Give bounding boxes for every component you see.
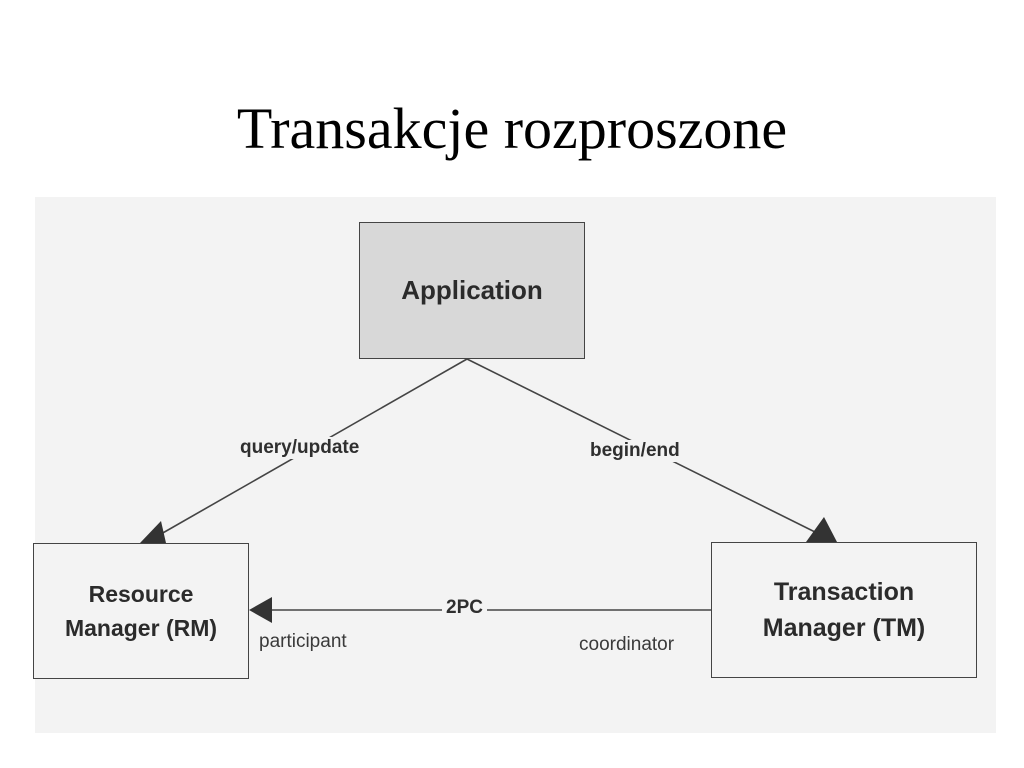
edge-label-query-update: query/update (237, 437, 363, 459)
resource-manager-label-line2: Manager (RM) (64, 615, 218, 641)
diagram-figure: Application Resource Manager (RM) Transa… (33, 197, 996, 733)
arrowhead-rm (140, 521, 166, 543)
application-label: Application (401, 275, 543, 305)
role-label-coordinator: coordinator (579, 634, 675, 655)
transaction-manager-label-line1: Transaction (773, 577, 915, 606)
edge-label-begin-end: begin/end (587, 440, 683, 462)
slide-title: Transakcje rozproszone (236, 96, 788, 161)
transaction-manager-label-line2: Manager (TM) (762, 614, 926, 642)
resource-manager-node: Resource Manager (RM) (33, 543, 249, 679)
application-node: Application (359, 222, 585, 359)
edge-label-2pc: 2PC (442, 597, 487, 619)
transaction-manager-node: Transaction Manager (TM) (711, 542, 977, 678)
role-label-participant: participant (259, 631, 347, 652)
arrowhead-tm (806, 517, 837, 542)
arrowhead-2pc (249, 597, 272, 623)
resource-manager-label-line1: Resource (88, 580, 194, 607)
diagram-connectors (140, 358, 837, 623)
